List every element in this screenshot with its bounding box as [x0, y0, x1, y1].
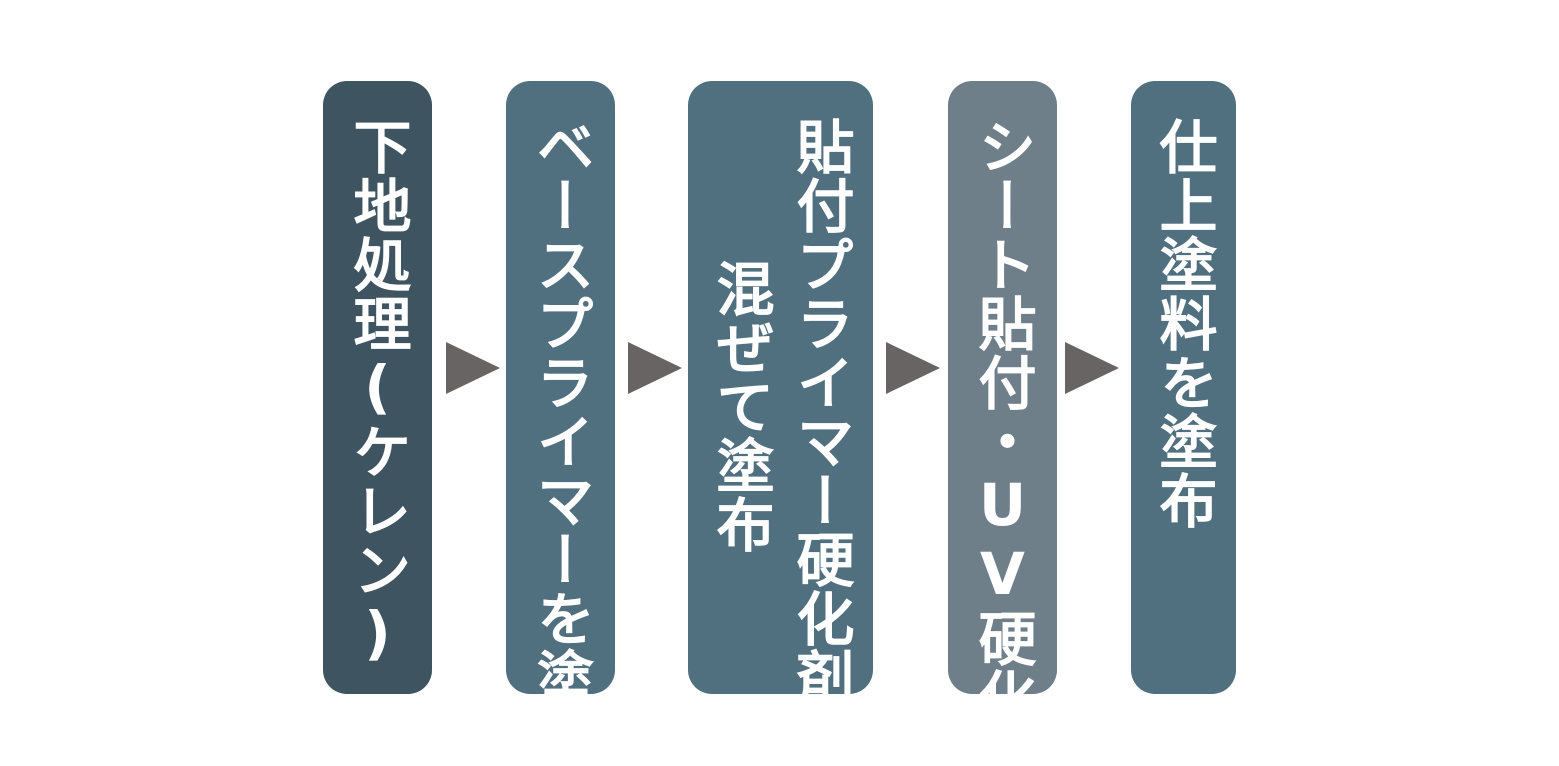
step-label-line-1: 貼付プライマー硬化剤を: [786, 117, 855, 766]
flow-arrow-icon: [628, 342, 682, 394]
step-label: 仕上塗料を塗布: [1149, 117, 1218, 530]
step-base-primer: ベースプライマーを塗布: [506, 81, 615, 766]
flow-arrow-icon: [1065, 342, 1119, 394]
step-sheet-uv-cure: シート貼付・UV硬化: [948, 81, 1057, 727]
flow-arrow-icon: [446, 342, 500, 394]
step-adhesive-primer: 貼付プライマー硬化剤を 混ぜて塗布: [688, 81, 873, 766]
step-label: ベースプライマーを塗布: [526, 117, 595, 766]
step-finish-coat: 仕上塗料を塗布: [1131, 81, 1236, 694]
step-label: 下地処理(ケレン): [343, 117, 412, 668]
flow-arrow-icon: [886, 342, 940, 394]
step-label-line-2: 混ぜて塗布: [706, 259, 775, 554]
step-surface-preparation: 下地処理(ケレン): [323, 81, 432, 694]
step-label: シート貼付・UV硬化: [968, 117, 1037, 727]
